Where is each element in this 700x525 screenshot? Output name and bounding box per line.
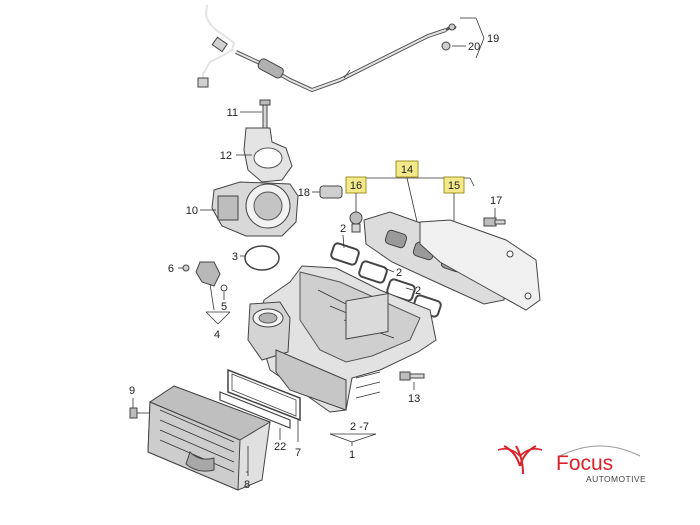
callout-16: 16 <box>345 176 367 212</box>
brand-subtitle: AUTOMOTIVE <box>586 474 646 484</box>
bracket-12: 12 <box>220 127 293 183</box>
callout-label-3: 3 <box>232 251 238 263</box>
callout-label-5: 5 <box>221 301 227 313</box>
callout-14: 14 <box>352 160 475 227</box>
callout-label-2-7: 2 -7 <box>350 421 369 433</box>
sensor-16 <box>349 211 363 233</box>
bolt-11: 11 <box>227 99 271 132</box>
callout-label-13: 13 <box>408 393 420 405</box>
gasket-15 <box>419 219 541 311</box>
callout-label-19: 19 <box>487 33 499 45</box>
callout-label-7: 7 <box>295 447 301 459</box>
callout-label-20: 20 <box>468 41 480 53</box>
callout-label-14: 14 <box>401 164 413 176</box>
callout-15: 15 <box>443 176 465 228</box>
callout-label-18: 18 <box>298 187 310 199</box>
vacuum-hose-assembly <box>197 4 457 93</box>
bolt-13: 13 <box>399 371 425 405</box>
callout-label-12: 12 <box>220 150 232 162</box>
callout-1-range: 2 -7 1 <box>329 421 377 461</box>
sensor-6: 6 5 4 <box>168 261 231 341</box>
callout-label-9: 9 <box>129 385 135 397</box>
intake-manifold-body <box>247 265 437 413</box>
brand-name: Focus <box>556 452 613 475</box>
callout-label-8: 8 <box>244 479 250 491</box>
bolt-17: 17 <box>483 195 506 227</box>
intercooler-8: 8 <box>147 385 272 491</box>
callout-label-4: 4 <box>214 329 220 341</box>
callout-label-6: 6 <box>168 263 174 275</box>
callout-label-1: 1 <box>349 449 355 461</box>
seal-7: 7 <box>227 368 301 459</box>
callout-label-16: 16 <box>350 180 362 192</box>
brand-logo: Focus AUTOMOTIVE <box>497 445 646 484</box>
sensor-18: 18 <box>298 185 343 199</box>
callout-label-2a: 2 <box>340 223 346 235</box>
callout-label-11: 11 <box>227 107 238 119</box>
callout-label-2b: 2 <box>396 267 402 279</box>
callout-20: 20 <box>452 41 480 53</box>
bolt-9: 9 <box>129 385 150 419</box>
callout-label-10: 10 <box>186 205 198 217</box>
callout-label-22: 22 <box>274 441 286 453</box>
seal-ring-3: 3 <box>232 245 280 271</box>
throttle-body-10: 10 <box>186 181 299 237</box>
callout-19: 19 <box>460 17 499 59</box>
callout-label-17: 17 <box>490 195 502 207</box>
callout-label-15: 15 <box>448 180 460 192</box>
seal-22: 22 <box>219 391 291 453</box>
callout-label-2c: 2 <box>415 285 421 297</box>
